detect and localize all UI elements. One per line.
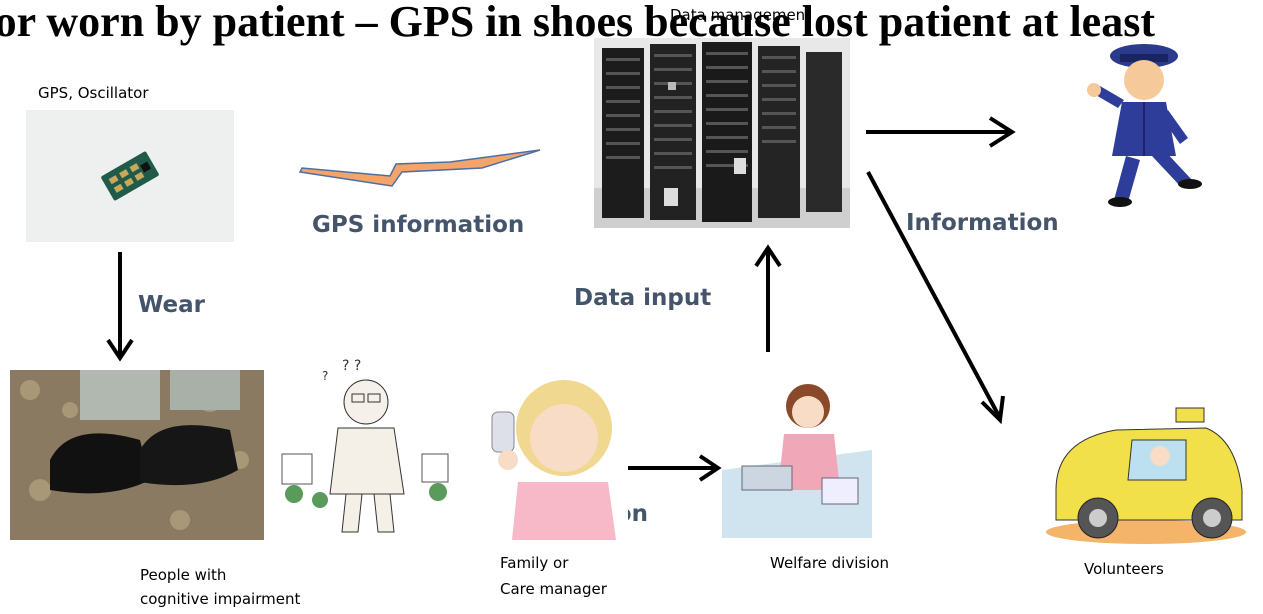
taxi-volunteer-image (1036, 400, 1258, 550)
arrow-wear (106, 252, 134, 362)
caption-family-line2: Care manager (500, 580, 607, 598)
svg-text:? ?: ? ? (342, 358, 361, 374)
server-caption: Data management (670, 6, 812, 24)
police-officer-image (1084, 38, 1204, 208)
gps-device-image (26, 110, 234, 242)
elderly-man-image: ? ? ? (272, 354, 468, 542)
data-input-label: Data input (574, 285, 712, 311)
welfare-worker-image (722, 370, 872, 538)
arrow-information (626, 454, 722, 482)
shoes-image (10, 370, 264, 540)
gps-information-label: GPS information (312, 212, 525, 238)
family-caller-image (478, 372, 628, 540)
arrow-to-volunteers (866, 171, 1005, 425)
arrow-to-police (866, 116, 1016, 148)
gps-oscillator-label: GPS, Oscillator (38, 84, 149, 102)
gps-signal-bolt-icon (298, 149, 541, 187)
svg-text:?: ? (322, 369, 328, 383)
caption-welfare: Welfare division (770, 554, 890, 572)
caption-family-line1: Family or (500, 554, 569, 572)
caption-people-line1: People with (140, 566, 227, 584)
server-room-image (594, 38, 850, 228)
arrow-data-input (754, 244, 782, 352)
information-top-label: Information (906, 210, 1059, 236)
caption-people-line2: cognitive impairment (140, 590, 301, 608)
wear-label: Wear (138, 292, 206, 318)
slide-title: tor worn by patient – GPS in shoes becau… (0, 0, 1155, 46)
caption-volunteers: Volunteers (1084, 560, 1164, 578)
